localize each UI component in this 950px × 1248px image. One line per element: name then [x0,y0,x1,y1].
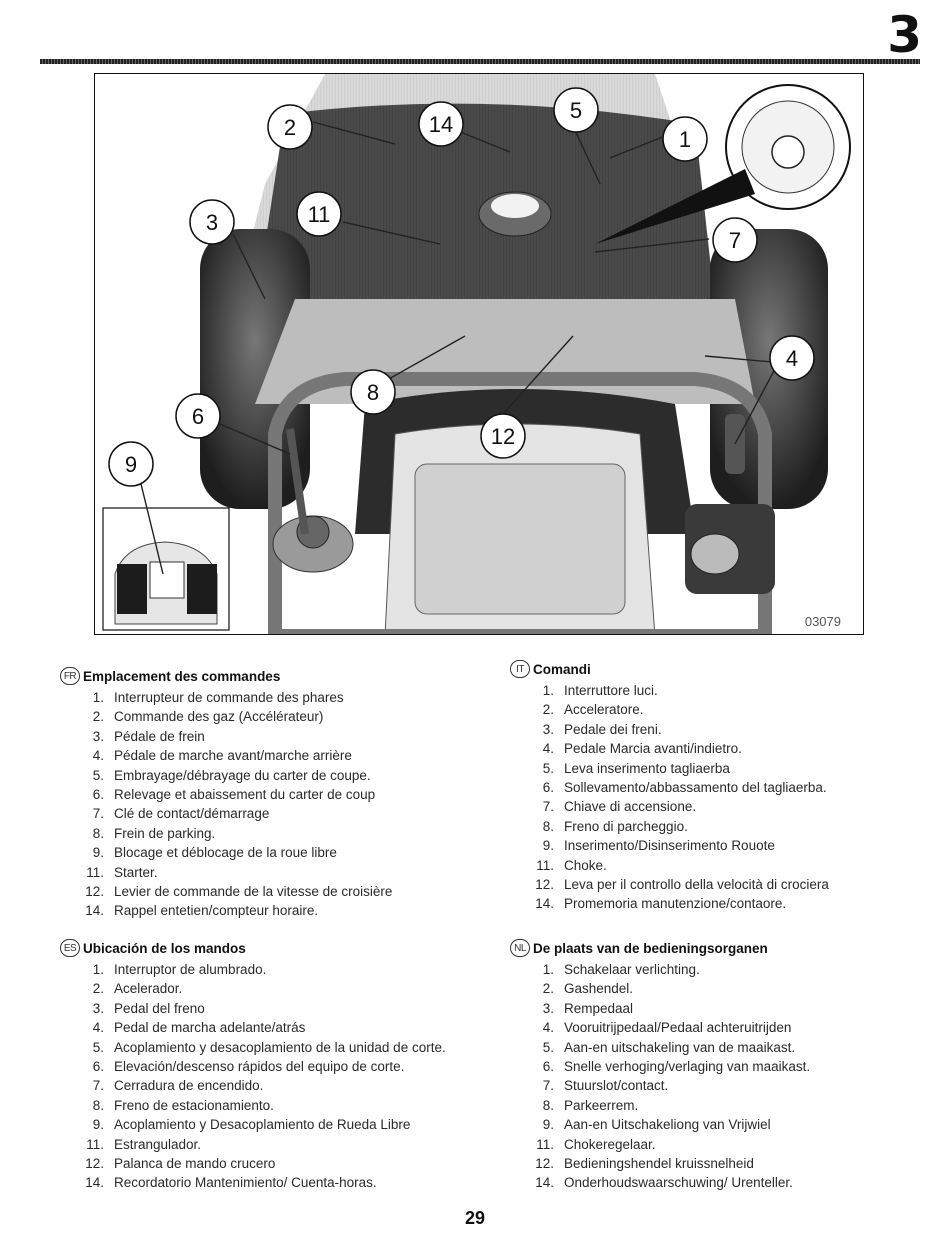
list-item: 3.Rempedaal [542,1000,634,1016]
list-item: 6.Elevación/descenso rápidos del equipo … [92,1059,405,1075]
list-item: 8.Freno de estacionamiento. [92,1097,274,1113]
list-item: 3.Pedale dei freni. [542,721,662,737]
lift-lever [286,428,309,535]
list-item: 11.Chokeregelaar. [536,1136,656,1152]
list-item: 8.Freno di parcheggio. [542,818,688,834]
list-item: 4.Pedal de marcha adelante/atrás [92,1020,306,1036]
list-item: 7.Clé de contact/démarrage [92,806,270,822]
rear-fender [268,372,772,634]
list-item: 2.Gashendel. [542,981,634,997]
svg-text:2: 2 [284,115,296,140]
list-item: 7.Stuurslot/contact. [542,1078,669,1094]
svg-text:12: 12 [491,424,515,449]
item-list-nl: 1.Schakelaar verlichting. 2.Gashendel. 3… [510,960,910,1193]
callout-7: 7 [712,217,758,263]
section-fr: FR Emplacement des commandes 1.Interrupt… [60,666,460,921]
list-item: 9.Acoplamiento y Desacoplamiento de Rued… [92,1117,411,1133]
callout-2: 2 [267,104,313,150]
section-nl: NL De plaats van de bedieningsorganen 1.… [510,938,910,1193]
section-title-fr: Emplacement des commandes [83,668,281,684]
list-item: 4.Pédale de marche avant/marche arrière [92,748,352,764]
callout-9: 9 [108,441,154,487]
svg-text:7: 7 [729,228,741,253]
language-badge-es: ES [60,939,80,957]
list-item: 5.Leva inserimento tagliaerba [542,760,730,776]
list-item: 6.Sollevamento/abbassamento del tagliaer… [542,780,827,796]
controls-diagram: 2 14 5 1 3 11 7 4 8 6 12 9 03079 [94,73,864,635]
svg-text:14: 14 [429,112,453,137]
list-item: 12.Bedieningshendel kruissnelheid [535,1156,754,1172]
chapter-number: 3 [887,6,922,64]
callout-3: 3 [189,199,235,245]
list-item: 11.Choke. [536,857,607,873]
list-item: 7.Chiave di accensione. [542,799,697,815]
list-item: 11.Estrangulador. [86,1136,202,1152]
list-item: 12.Levier de commande de la vitesse de c… [85,884,393,900]
section-title-es: Ubicación de los mandos [83,940,246,956]
list-item: 14.Onderhoudswaarschuwing/ Urenteller. [535,1175,793,1191]
list-item: 2.Acceleratore. [542,702,644,718]
callout-markers: 2 14 5 1 3 11 7 4 8 6 12 9 [108,87,815,487]
list-item: 11.Starter. [86,864,158,880]
item-list-it: 1.Interruttore luci. 2.Acceleratore. 3.P… [510,681,910,914]
list-item: 6.Snelle verhoging/verlaging van maaikas… [542,1059,811,1075]
callout-5: 5 [553,87,599,133]
list-item: 1.Schakelaar verlichting. [542,962,700,977]
figure-code: 03079 [804,614,841,629]
list-item: 3.Pédale de frein [92,728,205,744]
list-item: 2.Acelerador. [92,981,183,997]
section-title-it: Comandi [533,661,591,677]
list-item: 5.Aan-en uitschakeling van de maaikast. [542,1039,796,1055]
callout-8: 8 [350,369,396,415]
list-item: 9.Inserimento/Disinserimento Rouote [542,838,775,854]
list-item: 12.Palanca de mando crucero [85,1156,276,1172]
callout-14: 14 [418,101,464,147]
list-item: 5.Acoplamiento y desacoplamiento de la u… [92,1039,446,1055]
svg-text:3: 3 [206,210,218,235]
list-item: 9.Aan-en Uitschakeliong van Vrijwiel [542,1117,771,1133]
item-list-fr: 1.Interrupteur de commande des phares 2.… [60,688,460,921]
list-item: 12.Leva per il controllo della velocità … [535,877,829,893]
callout-6: 6 [175,393,221,439]
list-item: 7.Cerradura de encendido. [92,1078,264,1094]
page-number: 29 [464,1208,486,1228]
list-item: 4.Pedale Marcia avanti/indietro. [542,741,742,757]
svg-text:6: 6 [192,404,204,429]
language-badge-nl: NL [510,939,530,957]
section-it: IT Comandi 1.Interruttore luci. 2.Accele… [510,659,910,914]
svg-text:5: 5 [570,98,582,123]
list-item: 8.Parkeerrem. [542,1097,639,1113]
list-item: 14.Promemoria manutenzione/contaore. [535,896,787,912]
item-list-es: 1.Interruptor de alumbrado. 2.Acelerador… [60,960,500,1193]
list-item: 6.Relevage et abaissement du carter de c… [92,787,376,803]
callout-4: 4 [769,335,815,381]
svg-text:4: 4 [786,346,798,371]
list-item: 8.Frein de parking. [92,825,216,841]
language-badge-fr: FR [60,667,80,685]
list-item: 2.Commande des gaz (Accélérateur) [92,709,324,725]
list-item: 9.Blocage et déblocage de la roue libre [92,845,337,861]
svg-text:9: 9 [125,452,137,477]
section-title-nl: De plaats van de bedieningsorganen [533,940,768,956]
list-item: 5.Embrayage/débrayage du carter de coupe… [92,767,371,783]
list-item: 4.Vooruitrijpedaal/Pedaal achteruitrijde… [542,1020,792,1036]
callout-11: 11 [296,191,342,237]
list-item: 1.Interruttore luci. [542,683,658,698]
list-item: 14.Recordatorio Mantenimiento/ Cuenta-ho… [85,1175,377,1191]
left-tire [200,229,310,509]
tractor-illustration: 2 14 5 1 3 11 7 4 8 6 12 9 [102,74,851,634]
svg-text:8: 8 [367,380,379,405]
callout-1: 1 [662,116,708,162]
list-item: 1.Interrupteur de commande des phares [92,690,344,705]
callout-12: 12 [480,413,526,459]
list-item: 1.Interruptor de alumbrado. [92,962,267,977]
language-badge-it: IT [510,660,530,678]
header-rule [40,59,920,64]
list-item: 3.Pedal del freno [92,1000,205,1016]
svg-text:1: 1 [679,127,691,152]
section-es: ES Ubicación de los mandos 1.Interruptor… [60,938,500,1193]
svg-text:11: 11 [308,202,331,227]
list-item: 14.Rappel entetien/compteur horaire. [85,903,319,919]
